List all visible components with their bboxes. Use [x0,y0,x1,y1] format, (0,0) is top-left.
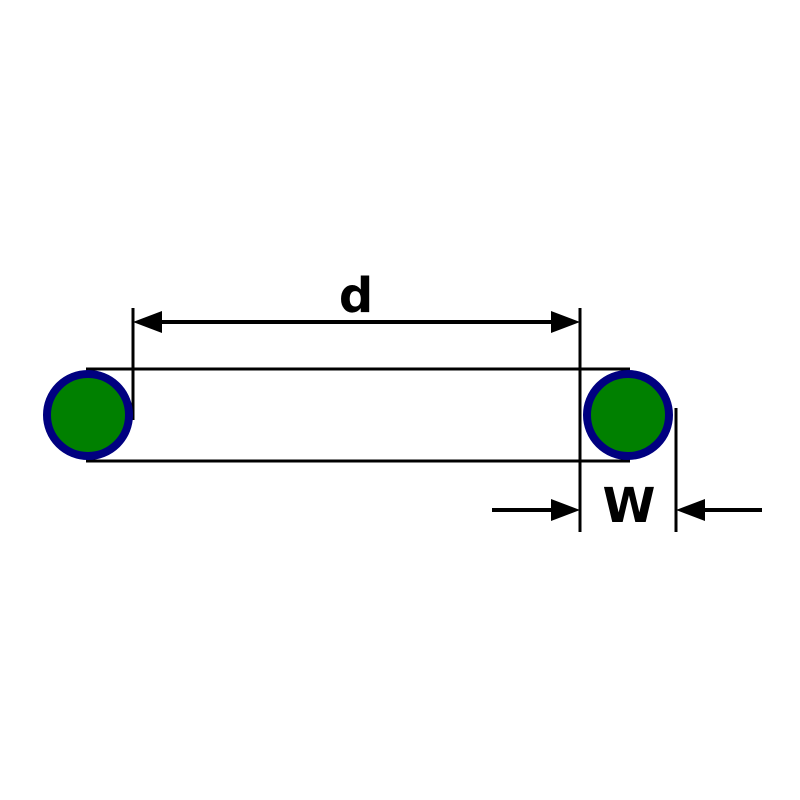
d-dimension-label: d [339,268,373,324]
w-dimension-label: W [603,478,656,534]
left-cross-section-circle [43,370,133,460]
d-arrowhead-left-icon [133,311,162,333]
w-arrowhead-left-icon [551,499,580,521]
w-arrowhead-right-icon [676,499,705,521]
right-cross-section-circle [583,370,673,460]
d-arrowhead-right-icon [551,311,580,333]
